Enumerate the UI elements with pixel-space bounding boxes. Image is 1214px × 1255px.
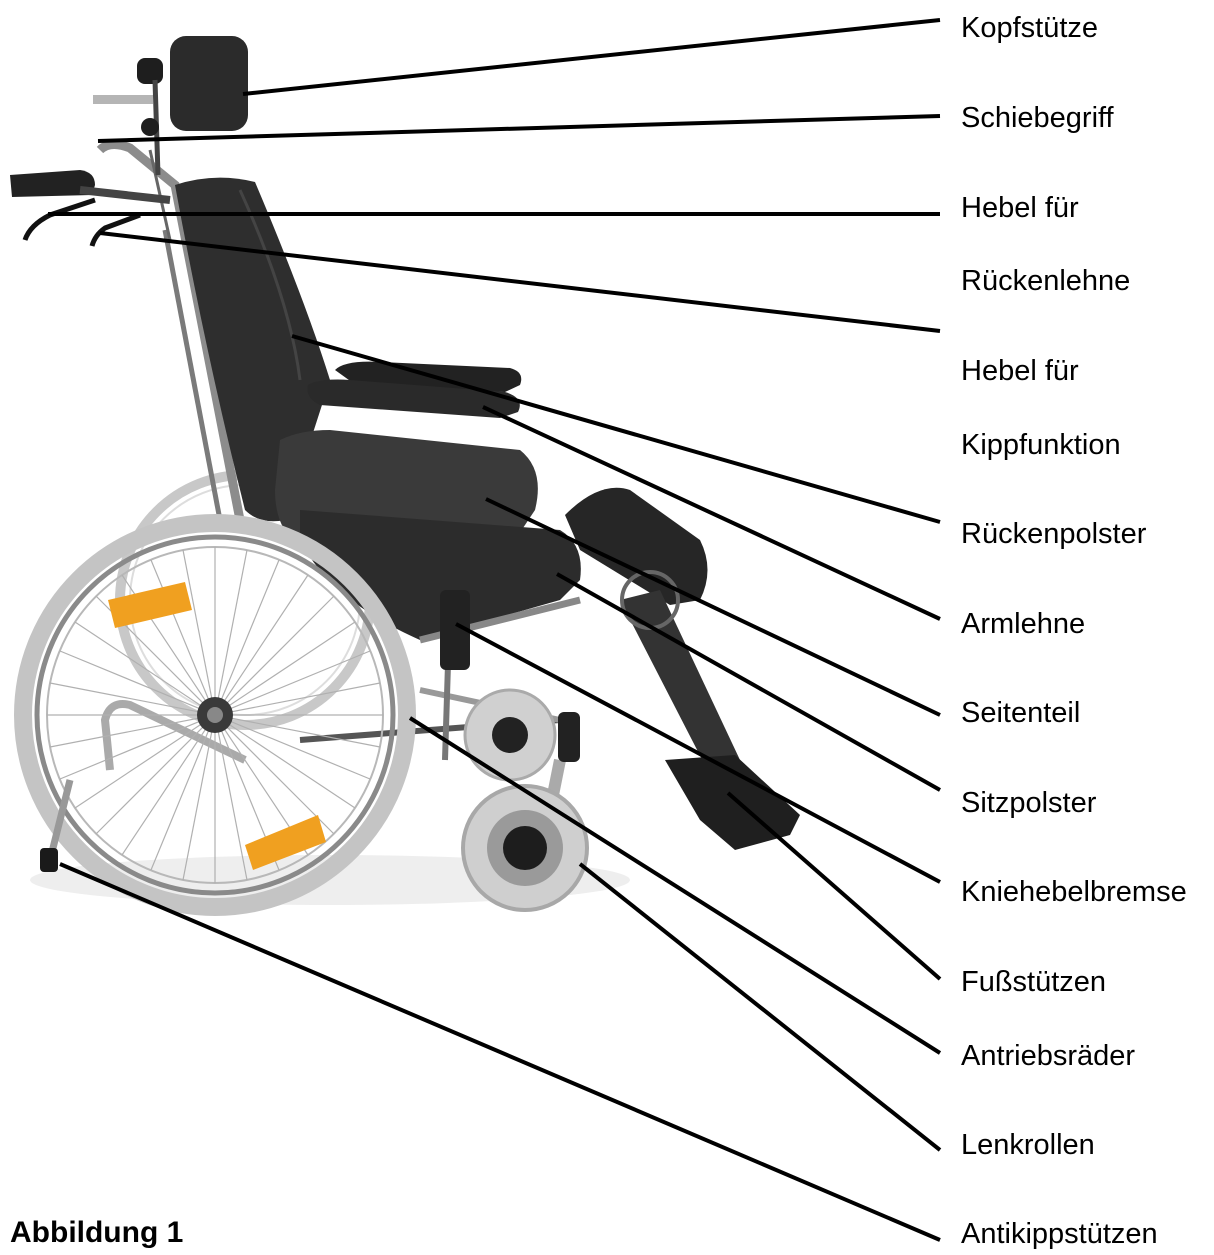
leader-fussstuetzen [728,793,940,979]
label-hebel-ruecken-2: Rückenlehne [961,265,1130,297]
label-kopfstuetze: Kopfstütze [961,12,1098,44]
label-antriebsraeder: Antriebsräder [961,1040,1135,1072]
push-handle-grip [10,170,170,200]
label-antikippstuetzen: Antikippstützen [961,1218,1158,1250]
headrest [93,36,248,175]
label-kniehebelbremse: Kniehebelbremse [961,876,1187,908]
far-caster [465,690,555,780]
label-sitzpolster: Sitzpolster [961,787,1096,819]
legrest [565,488,800,850]
label-rueckenpolster: Rückenpolster [961,518,1146,550]
levers [25,200,140,246]
label-hebel-kipp-2: Kippfunktion [961,429,1121,461]
label-lenkrollen: Lenkrollen [961,1129,1095,1161]
leader-antikippstuetzen [60,864,940,1240]
figure-caption: Abbildung 1 [10,1216,183,1250]
label-armlehne: Armlehne [961,608,1085,640]
near-drive-wheel [23,523,407,907]
leader-kopfstuetze [243,20,940,94]
leader-sitzpolster [557,574,940,790]
label-seitenteil: Seitenteil [961,697,1080,729]
label-hebel-ruecken-1: Hebel für [961,192,1079,224]
label-schiebegriff: Schiebegriff [961,102,1114,134]
label-hebel-kipp-1: Hebel für [961,355,1079,387]
label-fussstuetzen: Fußstützen [961,966,1106,998]
